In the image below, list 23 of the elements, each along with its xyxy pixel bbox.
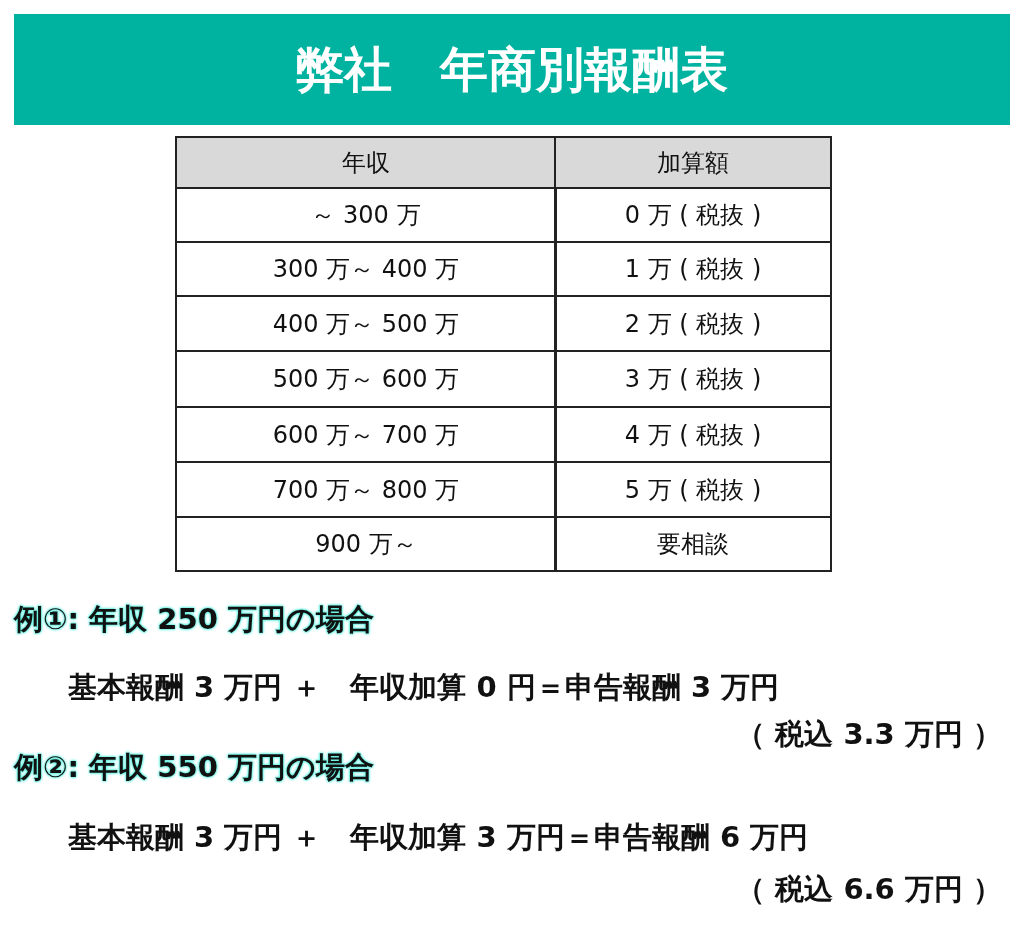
example-heading: 例①: 年収 250 万円の場合 <box>14 601 374 638</box>
table-cell: 5 万 ( 税抜 ) <box>554 461 832 518</box>
table-cell: 600 万～ 700 万 <box>175 406 557 463</box>
table-cell: 900 万～ <box>175 516 557 572</box>
example-heading: 例②: 年収 550 万円の場合 <box>14 749 374 786</box>
table-cell: 500 万～ 600 万 <box>175 350 557 408</box>
table-cell: 1 万 ( 税抜 ) <box>554 241 832 297</box>
tax-note: （ 税込 6.6 万円 ） <box>736 871 1002 908</box>
table-cell: 2 万 ( 税抜 ) <box>554 295 832 352</box>
table-cell: 300 万～ 400 万 <box>175 241 557 297</box>
formula-text: 基本報酬 3 万円 ＋ 年収加算 0 円＝申告報酬 3 万円 <box>68 669 780 706</box>
tax-note: （ 税込 3.3 万円 ） <box>736 716 1002 753</box>
table-cell: 3 万 ( 税抜 ) <box>554 350 832 408</box>
table-cell: 700 万～ 800 万 <box>175 461 557 518</box>
table-cell: 0 万 ( 税抜 ) <box>554 187 832 243</box>
title-banner: 弊社 年商別報酬表 <box>14 14 1010 125</box>
table-cell: 4 万 ( 税抜 ) <box>554 406 832 463</box>
table-cell: ～ 300 万 <box>175 187 557 243</box>
header-cell: 年収 <box>175 136 557 189</box>
table-cell: 要相談 <box>554 516 832 572</box>
formula-text: 基本報酬 3 万円 ＋ 年収加算 3 万円＝申告報酬 6 万円 <box>68 819 809 856</box>
table-cell: 400 万～ 500 万 <box>175 295 557 352</box>
header-cell: 加算額 <box>554 136 832 189</box>
